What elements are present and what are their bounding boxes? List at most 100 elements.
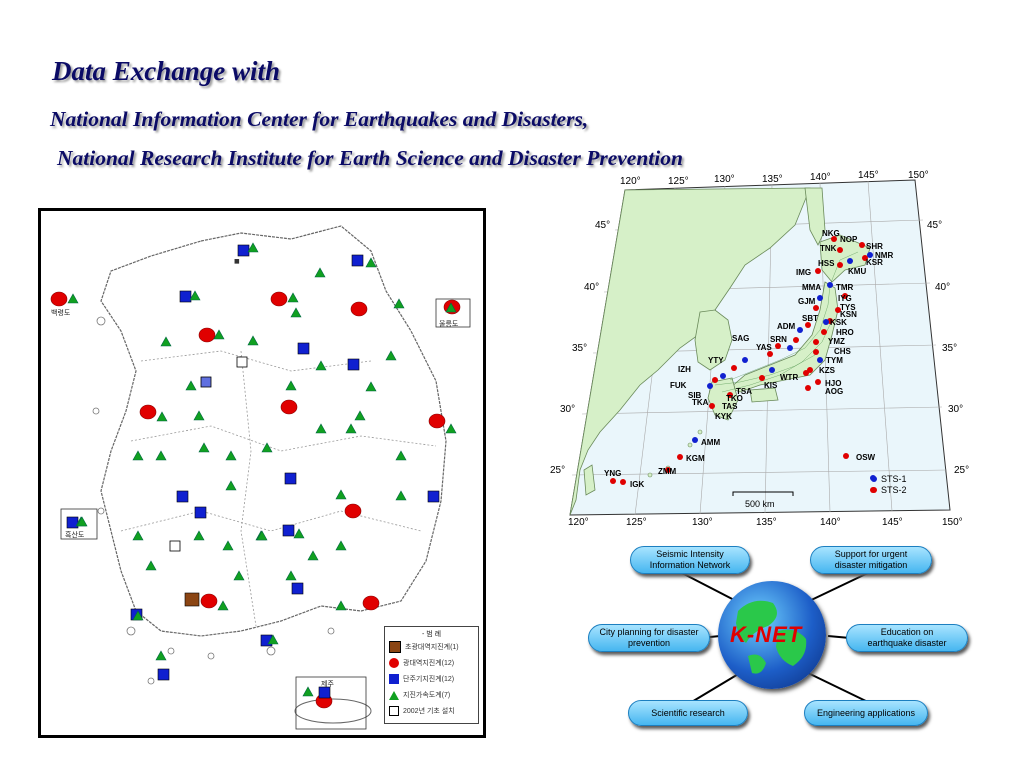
honshu: [729, 281, 839, 393]
japan-map-graphic: NKG NOP TNK SHR NMR KSR HSS KMU IMG MMA …: [550, 170, 969, 528]
station-label: NMR: [875, 251, 893, 260]
legend-item: 단주기지진계(12): [385, 671, 478, 687]
station-label: GJM: [798, 297, 816, 306]
station-label: TNK: [820, 244, 837, 253]
legend-title: - 범 례: [421, 631, 442, 638]
red-circle-icon: [389, 658, 399, 668]
station-label: KYK: [715, 412, 732, 421]
station-label: AOG: [825, 387, 843, 396]
station-label: SHR: [866, 242, 883, 251]
node-scientific-research: Scientific research: [628, 700, 748, 726]
korea-map-legend: - 범 례 초광대역지진계(1) 광대역지진계(12) 단주기지진계(12) 지…: [384, 626, 479, 724]
lat-tick-label: 30°: [560, 404, 575, 415]
station-label: HSS: [818, 259, 835, 268]
japan-map-legend: STS-1 STS-2: [871, 474, 907, 495]
inset-label: 흑산도: [65, 532, 85, 539]
node-education: Education on earthquake disaster: [846, 624, 968, 652]
scale-label: 500 km: [745, 499, 775, 509]
lat-tick-label: 30°: [948, 404, 963, 415]
slide-title: Data Exchange with: [52, 56, 281, 86]
station-label: TYS: [840, 303, 856, 312]
station-label: KGM: [686, 454, 705, 463]
hokkaido: [819, 234, 871, 283]
blue-square-icon: [389, 674, 399, 684]
station-label: CHS: [834, 347, 852, 356]
station-label: TMR: [836, 283, 854, 292]
slide-subtitle-1: National Information Center for Earthqua…: [50, 107, 589, 131]
station-label: SAG: [732, 334, 749, 343]
station-label: KIS: [764, 381, 778, 390]
node-city-planning: City planning for disaster prevention: [588, 624, 710, 652]
station-label: AMM: [701, 438, 720, 447]
station-label: SRN: [770, 335, 787, 344]
korea-station-map: ■ 백령도 울릉도 흑산도 제주 - 범 례 초광대역지진계(1) 광대역지진계…: [38, 208, 486, 738]
station-label: HJO: [825, 379, 841, 388]
station-label: YMZ: [828, 337, 845, 346]
lat-tick-label: 40°: [584, 282, 599, 293]
legend-item: 2002년 기초 설치: [385, 703, 478, 719]
korea-coastline: [100, 225, 447, 637]
legend-label: STS-2: [881, 485, 907, 495]
lon-tick-label: 130°: [692, 517, 713, 528]
knet-logo-text: K-NET: [730, 622, 803, 647]
lon-tick-label: 135°: [756, 517, 777, 528]
station-label: FUK: [670, 381, 687, 390]
station-label: TKO: [726, 394, 743, 403]
station-label: YNG: [604, 469, 621, 478]
korean-peninsula: [694, 309, 733, 371]
lat-tick-label: 35°: [572, 343, 587, 354]
station-label: TSA: [736, 387, 752, 396]
globe-icon: [718, 581, 826, 689]
lat-tick-label: 25°: [954, 465, 969, 476]
lat-tick-label: 25°: [550, 465, 565, 476]
station-label: SBT: [802, 314, 818, 323]
lon-tick-label: 150°: [942, 517, 963, 528]
lon-tick-label: 130°: [714, 174, 735, 185]
station-label: NOP: [840, 235, 858, 244]
station-label: TAS: [722, 402, 738, 411]
slide-subtitle-2: National Research Institute for Earth Sc…: [57, 146, 683, 170]
lon-tick-label: 150°: [908, 170, 929, 181]
station-label: YTY: [708, 356, 724, 365]
station-label: TKA: [692, 398, 709, 407]
station-label: SIB: [688, 391, 702, 400]
lon-tick-label: 135°: [762, 174, 783, 185]
kyushu: [707, 377, 739, 421]
lon-tick-label: 120°: [568, 517, 589, 528]
station-label: MMA: [802, 283, 821, 292]
lat-tick-label: 45°: [927, 220, 942, 231]
node-urgent-mitigation: Support for urgent disaster mitigation: [810, 546, 932, 574]
japan-station-map: NKG NOP TNK SHR NMR KSR HSS KMU IMG MMA …: [540, 170, 1005, 532]
green-triangle-icon: [389, 690, 399, 700]
lon-tick-label: 120°: [620, 176, 641, 187]
legend-item: 지진가속도계(7): [385, 687, 478, 703]
knet-diagram: K-NET Seismic Intensity Information Netw…: [580, 538, 980, 738]
legend-label: STS-1: [881, 474, 907, 484]
station-label: IGK: [630, 480, 644, 489]
lat-tick-label: 40°: [935, 282, 950, 293]
svg-text:■: ■: [234, 258, 240, 265]
korea-map-graphic: ■: [50, 225, 471, 730]
station-label: ZMM: [658, 467, 677, 476]
white-square-icon: [389, 706, 399, 716]
station-label: IZH: [678, 365, 691, 374]
station-label: KZS: [819, 366, 836, 375]
inset-label: 백령도: [51, 310, 71, 317]
station-label: IMG: [796, 268, 811, 277]
node-seismic-intensity: Seismic Intensity Information Network: [630, 546, 750, 574]
brown-square-icon: [389, 641, 401, 653]
station-label: TYM: [826, 356, 843, 365]
knet-connectors: [679, 571, 871, 704]
scale-bar: 500 km: [732, 491, 794, 509]
station-label: KMU: [848, 267, 866, 276]
station-label: KSK: [830, 318, 847, 327]
node-engineering: Engineering applications: [804, 700, 928, 726]
station-label: NKG: [822, 229, 840, 238]
mainland-asia: [569, 187, 811, 516]
station-label: KSN: [840, 310, 857, 319]
lat-tick-label: 45°: [595, 220, 610, 231]
lon-tick-label: 125°: [668, 176, 689, 187]
station-label: OSW: [856, 453, 876, 462]
legend-item: 광대역지진계(12): [385, 655, 478, 671]
inset-label: 제주: [321, 681, 334, 688]
